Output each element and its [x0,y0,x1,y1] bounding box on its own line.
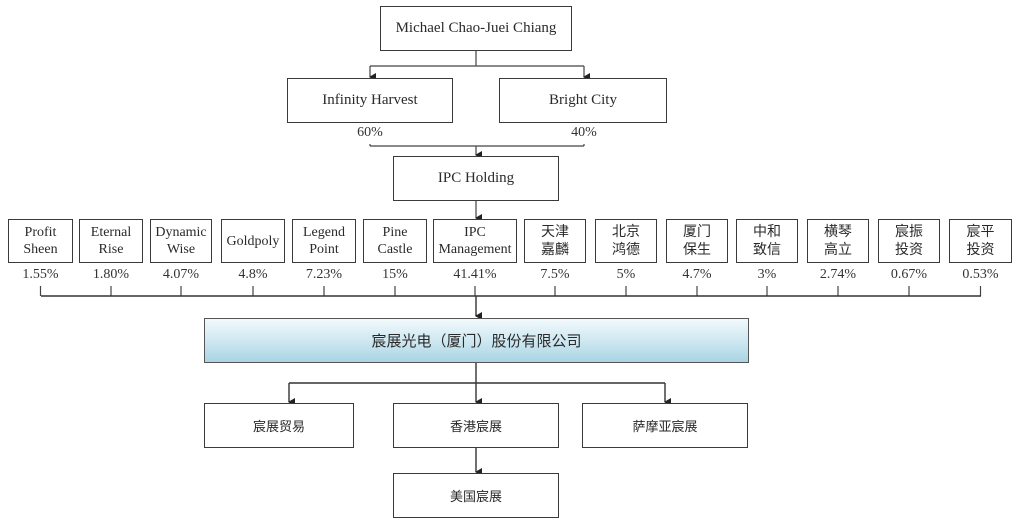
node-label-line1: 宸平 [966,224,995,240]
pct-shareholder: 0.67% [890,267,928,282]
node-shareholder: 厦门保生 [666,219,728,263]
node-shareholder: 中和致信 [736,219,798,263]
pct-shareholder: 5% [616,267,636,282]
node-label: 萨摩亚宸展 [632,420,698,435]
node-label: IPC Holding [437,170,515,186]
pct-shareholder: 1.80% [92,267,130,282]
node-label-line2: 保生 [683,242,711,258]
node-shareholder: IPC Management [433,219,517,263]
node-sub-subsidiary: 美国宸展 [393,473,559,518]
node-ipc-holding: IPC Holding [393,156,559,201]
node-label-line2: Sheen [23,242,58,257]
node-top-owner: Michael Chao-Juei Chiang [380,6,572,51]
pct-shareholder: 1.55% [22,267,59,282]
node-label-line2: Wise [166,242,196,257]
node-label-line2: 鸿德 [612,242,640,258]
node-label-line1: IPC [464,225,486,240]
node-infinity-harvest: Infinity Harvest [287,78,453,123]
node-subsidiary-2: 香港宸展 [393,403,559,448]
pct-bright-city: 40% [571,125,597,140]
node-shareholder: 宸平投资 [949,219,1012,263]
pct-shareholder: 7.5% [540,267,570,282]
node-label-line1: 横琴 [824,224,852,240]
node-label-line2: Rise [98,242,124,257]
node-shareholder: Goldpoly [221,219,285,263]
node-shareholder: 宸振投资 [878,219,940,263]
node-label-line1: Eternal [90,225,132,240]
node-label-line1: Profit [24,225,57,240]
node-label-line1: 厦门 [683,224,711,240]
node-label-line1: Pine [382,225,408,240]
node-label-line2: Point [309,242,339,257]
pct-shareholder: 15% [382,267,408,282]
pct-shareholder: 7.23% [305,267,343,282]
node-label-line2: 致信 [753,242,781,258]
node-label-line2: 投资 [966,242,995,258]
node-label: 美国宸展 [449,490,502,505]
node-label-line2: Castle [377,242,413,257]
pct-shareholder: 4.8% [238,267,268,282]
pct-shareholder: 0.53% [962,267,999,282]
node-label-line1: Goldpoly [226,233,280,249]
node-label-line1: 北京 [612,224,640,240]
node-label: 香港宸展 [449,420,502,435]
node-label: Bright City [549,92,617,108]
node-label: Infinity Harvest [322,92,418,108]
node-label-line1: 天津 [541,224,569,240]
node-label-line1: Legend [303,225,345,240]
node-label-line1: 宸振 [895,224,923,240]
node-label: 宸展光电（厦门）股份有限公司 [371,332,582,350]
pct-shareholder: 2.74% [819,267,857,282]
node-label-line2: 嘉麟 [541,242,569,258]
pct-shareholder: 4.7% [682,267,712,282]
node-label-line2: 高立 [824,242,852,258]
node-shareholder: 北京鸿德 [595,219,657,263]
node-label-line1: Dynamic [155,225,207,240]
node-label: 宸展贸易 [252,420,305,435]
node-shareholder: 天津嘉麟 [524,219,586,263]
node-label-line1: 中和 [753,224,781,240]
node-bright-city: Bright City [499,78,667,123]
node-label-line2: Management [438,242,512,257]
node-label: Michael Chao-Juei Chiang [395,20,557,36]
node-label-line2: 投资 [895,242,923,258]
pct-infinity-harvest: 60% [357,125,383,140]
node-subsidiary-1: 宸展贸易 [204,403,354,448]
pct-shareholder: 41.41% [453,267,497,282]
node-subsidiary-3: 萨摩亚宸展 [582,403,748,448]
pct-shareholder: 3% [757,267,777,282]
node-company: 宸展光电（厦门）股份有限公司 [204,318,749,363]
pct-shareholder: 4.07% [162,267,200,282]
node-shareholder: 横琴高立 [807,219,869,263]
